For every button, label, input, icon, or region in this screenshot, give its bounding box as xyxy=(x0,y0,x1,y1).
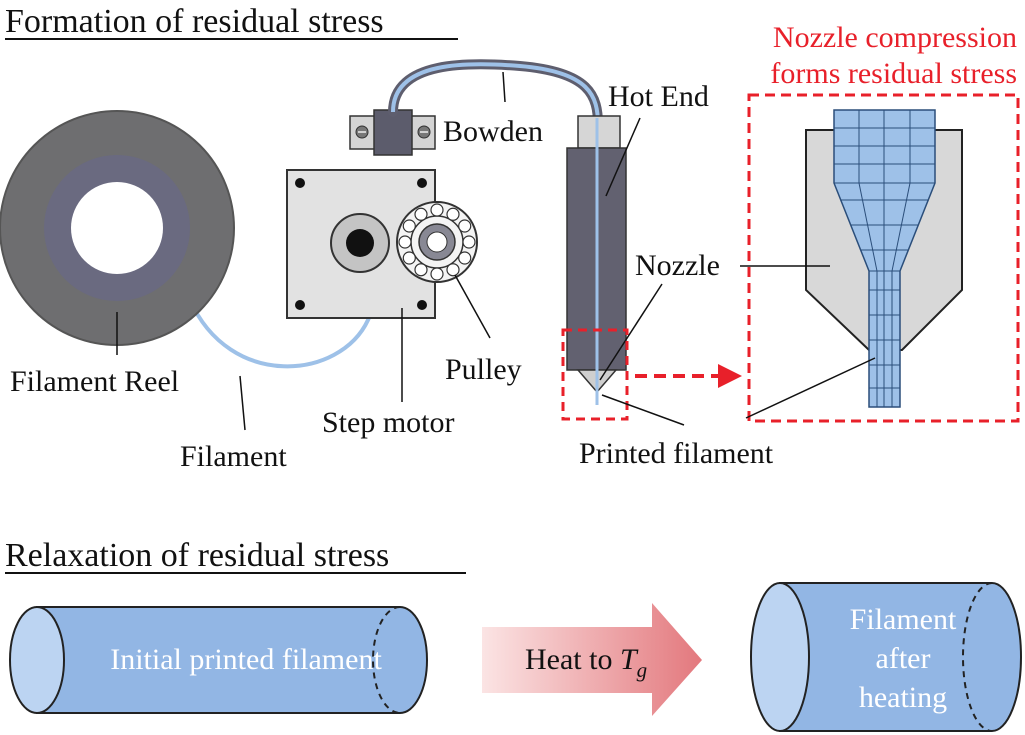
tg-symbol: T xyxy=(620,643,639,676)
label-filament-reel: Filament Reel xyxy=(10,365,179,398)
heading-formation: Formation of residual stress xyxy=(5,3,384,40)
bearing-ball xyxy=(414,263,428,277)
bearing-ball xyxy=(430,203,444,217)
leader-printed-filament-2 xyxy=(745,357,876,419)
leader-filament xyxy=(239,375,246,431)
bowden-tube-inner xyxy=(391,62,600,126)
nozzle-highlight-box xyxy=(561,328,629,421)
label-bowden: Bowden xyxy=(443,115,543,148)
bowden-clamp xyxy=(349,109,436,156)
heat-arrow xyxy=(482,603,702,716)
label-after-line1: Filament xyxy=(850,603,957,636)
leader-printed-filament-1 xyxy=(601,394,685,426)
after-heating-cylinder xyxy=(750,582,1022,732)
leader-nozzle xyxy=(599,283,663,381)
pulley xyxy=(396,201,478,283)
label-after-line3: heating xyxy=(859,681,947,714)
leader-bowden xyxy=(502,71,506,103)
label-initial-printed-filament: Initial printed filament xyxy=(110,643,382,676)
heading-relaxation: Relaxation of residual stress xyxy=(5,537,389,574)
step-motor xyxy=(286,169,436,319)
label-step-motor: Step motor xyxy=(322,406,455,439)
initial-filament-cylinder xyxy=(9,606,428,714)
tg-subscript: g xyxy=(637,658,648,682)
bearing-ball xyxy=(462,235,476,249)
pulley-ball-bearings xyxy=(398,203,476,281)
label-hot-end: Hot End xyxy=(608,80,709,113)
heat-to-text: Heat to xyxy=(525,643,612,676)
bearing-ball xyxy=(446,263,460,277)
label-nozzle-compression-1: Nozzle compression xyxy=(773,21,1017,54)
label-filament: Filament xyxy=(180,440,287,473)
leader-pulley xyxy=(454,274,491,339)
leader-hot-end xyxy=(605,117,641,197)
nozzle-cross-section xyxy=(805,109,963,408)
bearing-ball xyxy=(458,219,472,233)
bearing-ball xyxy=(398,235,412,249)
nozzle-highlight-arrow-head xyxy=(718,364,742,388)
hot-end xyxy=(566,115,627,405)
label-nozzle-compression-2: forms residual stress xyxy=(770,57,1017,90)
bearing-ball xyxy=(414,207,428,221)
label-printed-filament: Printed filament xyxy=(579,437,774,470)
bearing-ball xyxy=(402,251,416,265)
zoom-box xyxy=(747,93,1020,423)
bearing-ball xyxy=(458,251,472,265)
bearing-ball xyxy=(402,219,416,233)
bearing-ball xyxy=(446,207,460,221)
label-nozzle: Nozzle xyxy=(635,249,720,282)
bearing-ball xyxy=(430,267,444,281)
label-heat-to-tg: Heat to Tg xyxy=(525,643,647,682)
filament-reel xyxy=(0,110,235,346)
label-pulley: Pulley xyxy=(445,353,522,386)
label-after-line2: after xyxy=(876,642,931,675)
